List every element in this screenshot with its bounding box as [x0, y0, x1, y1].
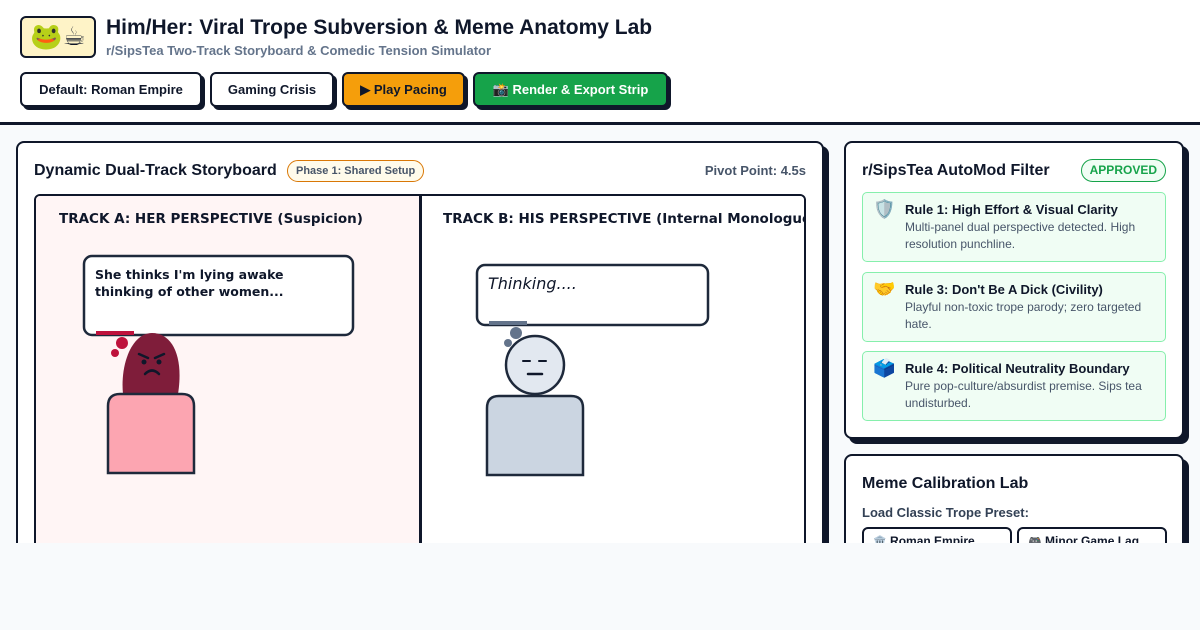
- track-a-scene: [82, 254, 355, 475]
- pivot-point-readout: Pivot Point: 4.5s: [704, 163, 806, 178]
- storyboard-title: Dynamic Dual-Track Storyboard: [34, 162, 277, 179]
- viewport-bottom: [0, 543, 1200, 630]
- rule-description: Multi-panel dual perspective detected. H…: [905, 220, 1136, 251]
- play-pacing-button[interactable]: ▶ Play Pacing: [342, 72, 465, 107]
- her-body: [106, 392, 196, 475]
- his-thought-dot-large: [510, 327, 522, 339]
- app-logo: 🐸☕: [20, 16, 96, 58]
- rule-card-3: 🤝 Rule 3: Don't Be A Dick (Civility) Pla…: [862, 272, 1166, 342]
- handshake-icon: 🤝: [873, 279, 896, 300]
- her-speech-bubble: [82, 254, 355, 337]
- her-left-brow: [137, 352, 150, 360]
- her-bubble-text: She thinks I'm lying awake thinking of o…: [95, 267, 284, 299]
- rule-description: Pure pop-culture/absurdist premise. Sips…: [905, 379, 1142, 410]
- his-thought-dot-small: [504, 339, 512, 347]
- dual-track-canvas: TRACK A: HER PERSPECTIVE (Suspicion) She…: [34, 194, 806, 554]
- status-badge: APPROVED: [1080, 159, 1166, 182]
- his-bubble-tail: [489, 321, 527, 325]
- automod-panel: r/SipsTea AutoMod Filter APPROVED 🛡️ Rul…: [844, 141, 1184, 439]
- her-left-eye: [141, 359, 147, 365]
- track-divider: [419, 196, 422, 552]
- her-thought-dot-large: [116, 337, 128, 349]
- phase-badge: Phase 1: Shared Setup: [287, 160, 425, 182]
- track-b-scene: [475, 263, 710, 477]
- preset-label: Load Classic Trope Preset:: [862, 505, 1029, 520]
- track-a-panel: TRACK A: HER PERSPECTIVE (Suspicion) She…: [36, 196, 420, 552]
- app-header: 🐸☕ Him/Her: Viral Trope Subversion & Mem…: [0, 0, 1200, 125]
- his-bubble-text: Thinking....: [488, 274, 577, 293]
- calibration-title: Meme Calibration Lab: [862, 475, 1029, 492]
- page-subtitle: r/SipsTea Two-Track Storyboard & Comedic…: [106, 43, 492, 58]
- render-export-button[interactable]: 📸 Render & Export Strip: [473, 72, 668, 107]
- his-head: [504, 334, 566, 396]
- rule-description: Playful non-toxic trope parody; zero tar…: [905, 300, 1142, 331]
- automod-title: r/SipsTea AutoMod Filter: [862, 162, 1050, 179]
- her-head: [122, 333, 180, 394]
- his-body: [485, 394, 585, 477]
- track-a-label: TRACK A: HER PERSPECTIVE (Suspicion): [59, 211, 363, 227]
- preset-roman-empire-button[interactable]: Default: Roman Empire: [20, 72, 202, 107]
- shield-icon: 🛡️: [873, 199, 896, 220]
- her-thought-dot-small: [111, 349, 119, 357]
- her-frown: [143, 369, 161, 376]
- rule-title: Rule 3: Don't Be A Dick (Civility): [905, 282, 1103, 297]
- rule-title: Rule 1: High Effort & Visual Clarity: [905, 202, 1118, 217]
- page-title: Him/Her: Viral Trope Subversion & Meme A…: [106, 16, 653, 39]
- preset-gaming-crisis-button[interactable]: Gaming Crisis: [210, 72, 334, 107]
- track-b-panel: TRACK B: HIS PERSPECTIVE (Internal Monol…: [422, 196, 806, 552]
- ballot-box-icon: 🗳️: [873, 358, 896, 379]
- his-thought-bubble: [475, 263, 710, 327]
- her-bubble-tail: [96, 331, 134, 335]
- rule-card-4: 🗳️ Rule 4: Political Neutrality Boundary…: [862, 351, 1166, 421]
- storyboard-panel: Dynamic Dual-Track Storyboard Phase 1: S…: [16, 141, 824, 581]
- her-right-brow: [153, 352, 166, 360]
- track-b-label: TRACK B: HIS PERSPECTIVE (Internal Monol…: [443, 211, 806, 227]
- rule-card-1: 🛡️ Rule 1: High Effort & Visual Clarity …: [862, 192, 1166, 262]
- rule-title: Rule 4: Political Neutrality Boundary: [905, 361, 1130, 376]
- her-right-eye: [156, 359, 162, 365]
